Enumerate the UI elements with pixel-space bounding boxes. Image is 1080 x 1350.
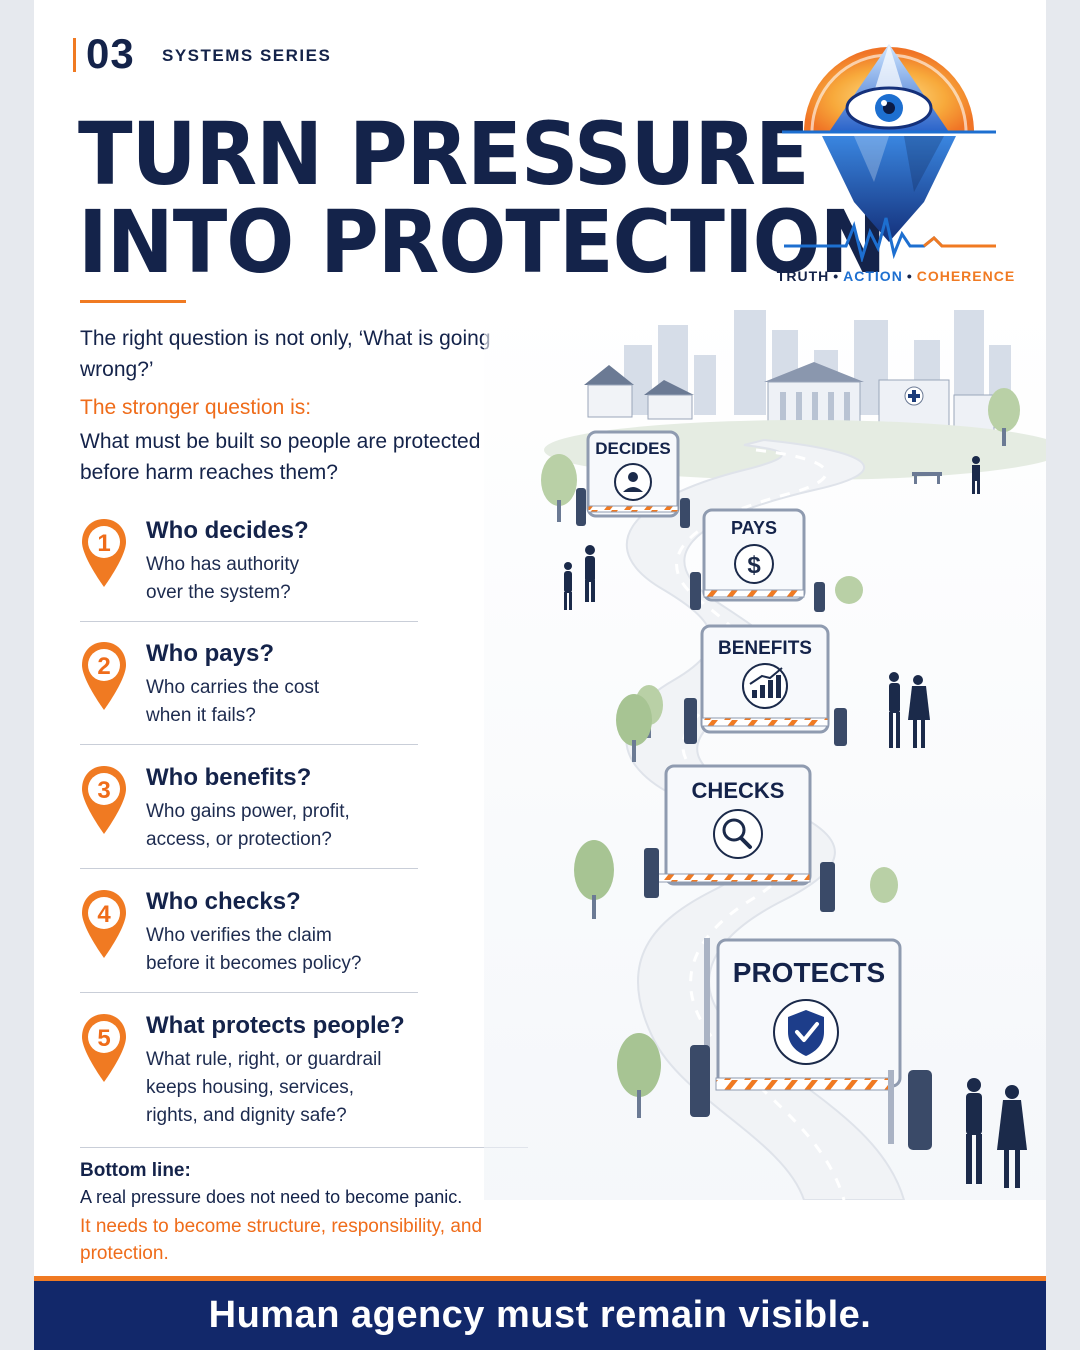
trees: [541, 388, 1020, 1118]
iceberg-eye-logo-icon: [782, 44, 996, 262]
intro-emphasis: The stronger question is:: [80, 396, 312, 419]
gate-protects: PROTECTS: [690, 938, 932, 1150]
bottom-line-emphasis: It needs to become structure, responsibi…: [80, 1216, 483, 1264]
question-divider: [80, 868, 418, 869]
svg-text:5: 5: [97, 1025, 110, 1052]
page-title-line-1: TURN PRESSURE: [78, 104, 810, 205]
tagline-truth: TRUTH: [776, 268, 830, 284]
series-label: SYSTEMS SERIES: [162, 46, 332, 65]
question-item-checks: 4 Who checks? Who verifies the claim bef…: [80, 888, 420, 1012]
gate-checks: CHECKS: [644, 764, 835, 912]
intro-question-built: What must be built so people are protect…: [80, 430, 481, 484]
bottom-line-text: A real pressure does not need to become …: [80, 1187, 463, 1207]
location-pin-icon: 2: [82, 642, 126, 710]
magnifier-icon: [713, 809, 763, 859]
bottom-divider: [80, 1147, 528, 1148]
question-title: What protects people?: [146, 1012, 405, 1039]
question-divider: [80, 621, 418, 622]
tagline-coherence: COHERENCE: [916, 268, 1016, 284]
svg-text:CHECKS: CHECKS: [692, 778, 785, 803]
question-divider: [80, 992, 418, 993]
location-pin-icon: 5: [82, 1014, 126, 1082]
svg-text:$: $: [747, 552, 761, 579]
series-number: 03: [86, 30, 135, 77]
footer-banner: Human agency must remain visible.: [34, 1281, 1046, 1350]
question-divider: [80, 744, 418, 745]
svg-text:2: 2: [97, 653, 110, 680]
svg-text:4: 4: [97, 901, 111, 928]
question-desc: Who has authority over the system?: [146, 554, 300, 603]
bottom-line-label: Bottom line:: [80, 1160, 191, 1181]
question-title: Who checks?: [146, 888, 301, 915]
question-desc: Who gains power, profit, access, or prot…: [146, 801, 350, 850]
infographic-card: 03 SYSTEMS SERIES TURN PRESSURE INTO PRO…: [34, 0, 1046, 1350]
question-title: Who decides?: [146, 517, 309, 544]
location-pin-icon: 3: [82, 766, 126, 834]
svg-text:BENEFITS: BENEFITS: [718, 638, 812, 659]
question-item-protects: 5 What protects people? What rule, right…: [80, 1012, 420, 1142]
logo-tagline: TRUTH•ACTION•COHERENCE: [776, 268, 1016, 284]
gate-decides: DECIDES: [576, 430, 690, 528]
question-desc: What rule, right, or guardrail keeps hou…: [146, 1049, 382, 1126]
road-gates-illustration: DECIDES PAYS $ BENEFITS: [484, 300, 1046, 1200]
tagline-action: ACTION: [843, 268, 903, 284]
question-title: Who benefits?: [146, 764, 312, 791]
footer-accent: [34, 1276, 1046, 1281]
question-item-pays: 2 Who pays? Who carries the cost when it…: [80, 640, 420, 764]
gate-benefits: BENEFITS: [684, 624, 847, 746]
svg-text:1: 1: [97, 530, 110, 557]
gate-pays: PAYS $: [690, 508, 825, 612]
svg-text:PROTECTS: PROTECTS: [733, 957, 885, 988]
svg-text:DECIDES: DECIDES: [595, 439, 671, 458]
footer-text: Human agency must remain visible.: [208, 1294, 872, 1336]
question-item-benefits: 3 Who benefits? Who gains power, profit,…: [80, 764, 420, 888]
person-walking-icon: [972, 456, 980, 494]
people-walking-icon: [564, 545, 1027, 1188]
location-pin-icon: 4: [82, 890, 126, 958]
series-accent-bar: [73, 38, 76, 72]
question-desc: Who carries the cost when it fails?: [146, 677, 320, 726]
question-item-decides: 1 Who decides? Who has authority over th…: [80, 517, 420, 641]
dollar-icon: [734, 544, 774, 584]
location-pin-icon: 1: [82, 519, 126, 587]
question-desc: Who verifies the claim before it becomes…: [146, 925, 362, 974]
intro-question: The right question is not only, ‘What is…: [80, 327, 491, 381]
question-title: Who pays?: [146, 640, 275, 667]
svg-text:PAYS: PAYS: [731, 518, 777, 538]
title-divider: [80, 300, 186, 303]
page-title-line-2: INTO PROTECTION: [78, 192, 887, 293]
svg-text:3: 3: [97, 777, 110, 804]
